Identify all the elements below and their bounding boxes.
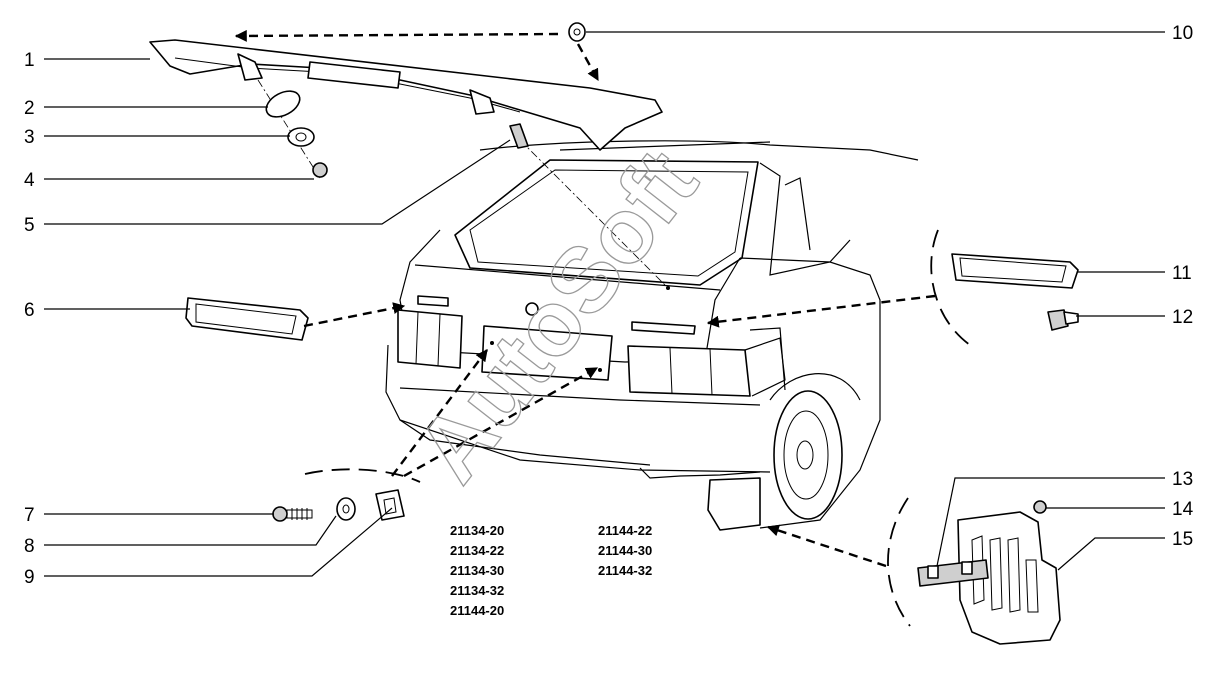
model-code: 21144-32 xyxy=(598,563,652,578)
model-codes-right: 21144-22 21144-30 21144-32 xyxy=(598,523,652,578)
nut-part-4 xyxy=(312,162,328,178)
callout-1: 1 xyxy=(24,50,35,71)
callout-12: 12 xyxy=(1172,307,1193,328)
callout-5: 5 xyxy=(24,215,35,236)
callouts: 1 2 3 4 5 6 7 8 9 10 11 12 13 14 15 xyxy=(24,23,1194,588)
model-code: 21134-30 xyxy=(450,563,504,578)
cap-part-10 xyxy=(568,22,586,42)
callout-7: 7 xyxy=(24,505,35,526)
model-code: 21144-22 xyxy=(598,523,652,538)
callout-10: 10 xyxy=(1172,23,1193,44)
leader-lines xyxy=(44,31,1165,577)
nut-part-14 xyxy=(1033,500,1047,514)
speed-nut-part-9 xyxy=(375,489,405,521)
callout-13: 13 xyxy=(1172,469,1193,490)
left-reflector-part-6 xyxy=(185,297,309,341)
model-code: 21144-20 xyxy=(450,603,504,618)
model-code: 21134-20 xyxy=(450,523,504,538)
callout-8: 8 xyxy=(24,536,35,557)
screw-part-7 xyxy=(272,506,313,522)
stud-part-5 xyxy=(509,123,529,149)
car-body xyxy=(385,139,919,531)
model-code: 21144-30 xyxy=(598,543,652,558)
callout-9: 9 xyxy=(24,567,35,588)
rear-spoiler xyxy=(149,39,663,151)
washer-part-2 xyxy=(265,90,301,118)
bracket-part-13 xyxy=(917,559,989,587)
clip-part-12 xyxy=(1047,309,1069,331)
callout-4: 4 xyxy=(24,170,35,191)
washer-part-8 xyxy=(336,497,356,521)
mud-flap-part-15 xyxy=(957,511,1061,645)
model-codes-left: 21134-20 21134-22 21134-30 21134-32 2114… xyxy=(450,523,504,618)
callout-11: 11 xyxy=(1172,263,1192,284)
callout-14: 14 xyxy=(1172,499,1194,520)
callout-6: 6 xyxy=(24,300,35,321)
model-code: 21134-22 xyxy=(450,543,504,558)
callout-2: 2 xyxy=(24,98,35,119)
right-reflector-part-11 xyxy=(951,253,1079,289)
grommet-part-3 xyxy=(287,127,315,147)
callout-3: 3 xyxy=(24,127,35,148)
callout-15: 15 xyxy=(1172,529,1193,550)
model-code: 21134-32 xyxy=(450,583,504,598)
